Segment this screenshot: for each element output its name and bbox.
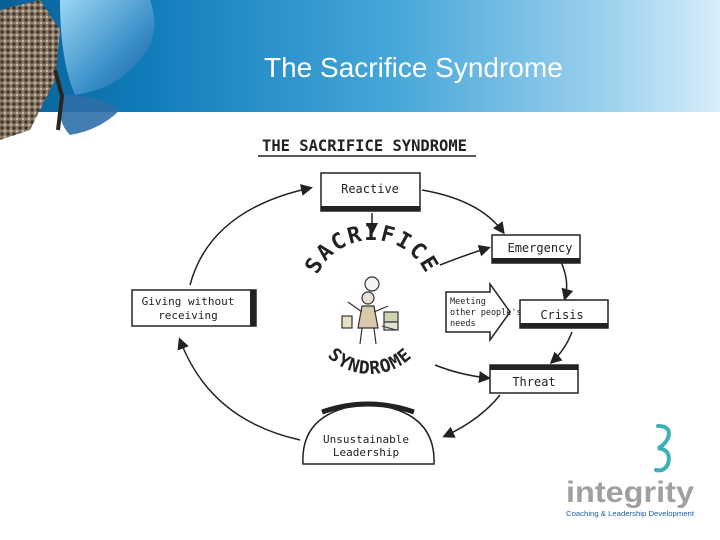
- node-emergency-label: Emergency: [507, 241, 572, 255]
- node-giving-label-1: Giving without: [142, 295, 235, 308]
- needs-arrow-shape: [445, 281, 511, 343]
- needs-arrow-label-2: other people's: [450, 308, 522, 318]
- node-crisis-label: Crisis: [540, 308, 583, 322]
- needs-arrow-label-1: Meeting: [450, 297, 486, 307]
- arrow-threat-to-unsustainable: [442, 394, 501, 438]
- node-unsustainable-label-1: Unsustainable: [323, 433, 409, 446]
- slide-title: The Sacrifice Syndrome: [264, 52, 563, 83]
- node-threat-shadow: [490, 365, 578, 370]
- arrow-emergency-to-crisis: [559, 259, 574, 301]
- node-giving-shadow: [250, 290, 256, 326]
- integrity-logo: integrity Coaching & Leadership Developm…: [566, 424, 695, 518]
- node-unsustainable-shadow: [321, 401, 415, 415]
- integrity-logo-mark-icon: [654, 424, 671, 473]
- arrow-center-to-threat: [434, 364, 491, 384]
- node-giving-label-2: receiving: [158, 309, 218, 322]
- overloaded-person-illustration: [341, 276, 399, 345]
- node-unsustainable-label-2: Leadership: [333, 446, 399, 459]
- needs-arrow-label-3: needs: [450, 319, 476, 329]
- node-giving-box: [131, 289, 257, 327]
- node-reactive-box: [320, 172, 421, 212]
- arrow-crisis-to-threat: [549, 331, 573, 365]
- arrow-center-to-emergency: [439, 244, 491, 266]
- butterfly-image: [0, 0, 155, 140]
- node-reactive-shadow: [321, 206, 420, 211]
- node-reactive-label: Reactive: [341, 182, 399, 196]
- node-emergency-shadow: [492, 258, 580, 263]
- arrow-reactive-to-emergency: [421, 189, 505, 235]
- arrow-giving-to-reactive: [189, 184, 313, 286]
- node-crisis-shadow: [520, 323, 608, 328]
- integrity-tagline: Coaching & Leadership Development: [566, 509, 695, 518]
- diagram-heading: THE SACRIFICE SYNDROME: [262, 136, 467, 155]
- node-threat-label: Threat: [512, 375, 555, 389]
- arrow-unsustainable-to-giving: [177, 337, 301, 441]
- integrity-wordmark: integrity: [566, 476, 694, 509]
